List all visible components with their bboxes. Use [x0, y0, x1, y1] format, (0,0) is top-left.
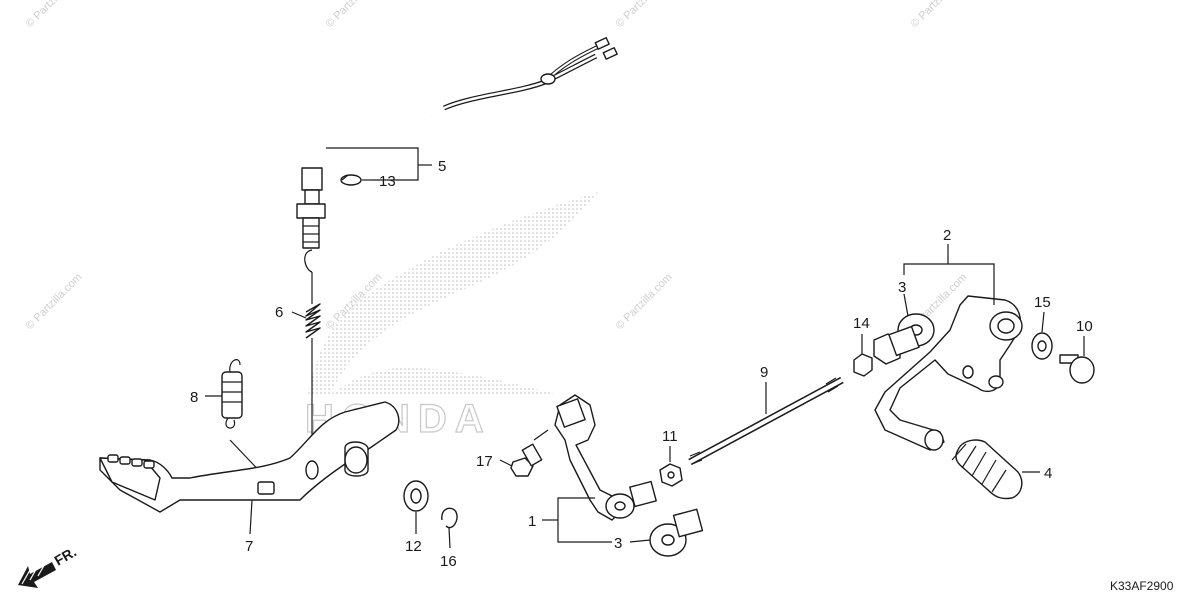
watermark-text: © Partzilla.com — [614, 271, 675, 332]
watermark-text: © Partzilla.com — [24, 271, 85, 332]
nut-14 — [853, 353, 873, 377]
callout-13: 13 — [379, 173, 396, 190]
callout-17: 17 — [476, 453, 493, 470]
callout-14: 14 — [853, 315, 870, 332]
shift-rod — [688, 376, 844, 466]
brake-pedal — [99, 401, 400, 513]
spring-8 — [221, 359, 269, 481]
clip-13 — [340, 174, 362, 186]
watermark-text: © Partzilla.com — [614, 0, 675, 30]
callout-10: 10 — [1076, 318, 1093, 335]
callout-4: 4 — [1044, 465, 1052, 482]
watermark-text: © Partzilla.com — [324, 0, 385, 30]
spring-6 — [304, 249, 321, 460]
diagram-code: K33AF2900 — [1110, 579, 1174, 593]
tie-rod-joint-lower — [649, 508, 704, 557]
callout-11: 11 — [662, 428, 678, 445]
washer-12 — [403, 480, 429, 512]
gearshift-pedal — [874, 295, 1023, 451]
callout-2: 2 — [943, 227, 951, 244]
shift-rubber — [951, 439, 1023, 500]
front-label: FR. — [52, 543, 80, 568]
callout-5: 5 — [438, 158, 446, 175]
callout-1: 1 — [528, 513, 536, 530]
washer-15 — [1031, 332, 1053, 360]
snap-ring-16 — [441, 507, 458, 529]
callout-12: 12 — [405, 538, 422, 555]
callout-8: 8 — [190, 389, 198, 406]
watermark-text: © Partzilla.com — [24, 0, 85, 30]
callout-3-lower: 3 — [614, 535, 622, 552]
callout-3-upper: 3 — [898, 279, 906, 296]
brand-wing-logo: HONDA — [304, 192, 598, 442]
front-direction-arrow: FR. — [18, 543, 79, 588]
brake-light-switch — [296, 37, 618, 249]
shift-arm — [554, 394, 657, 521]
callout-15: 15 — [1034, 294, 1051, 311]
tie-rod-joint-upper — [873, 313, 935, 365]
callout-16: 16 — [440, 553, 457, 570]
bolt-17 — [510, 429, 549, 477]
callout-labels: 13 5 6 8 7 12 16 17 1 3 11 9 14 3 2 15 1… — [190, 158, 1093, 570]
callout-7: 7 — [245, 538, 253, 555]
watermark-text: © Partzilla.com — [909, 0, 970, 30]
watermark-layer: © Partzilla.com © Partzilla.com © Partzi… — [24, 0, 970, 332]
leader-lines — [205, 147, 1085, 549]
nut-11 — [659, 463, 683, 487]
callout-6: 6 — [275, 304, 283, 321]
callout-9: 9 — [760, 364, 768, 381]
bolt-10 — [1059, 354, 1095, 384]
